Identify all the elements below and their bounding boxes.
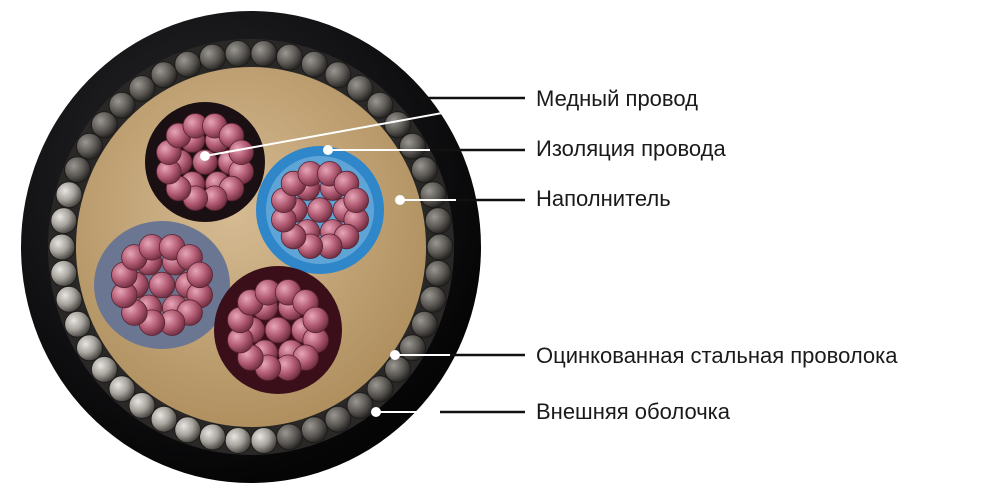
steel-wire-strand — [76, 334, 103, 362]
copper-strand — [302, 306, 329, 334]
steel-wire-strand — [366, 375, 394, 403]
steel-wire-strand — [174, 50, 202, 78]
label-wire-insulation: Изоляция провода — [536, 136, 726, 161]
steel-wire-strand — [199, 43, 226, 71]
copper-strand — [307, 197, 333, 223]
label-galvanized-steel-wire: Оцинкованная стальная проволока — [536, 343, 898, 368]
steel-wire-strand — [424, 207, 452, 235]
steel-wire-strand — [250, 40, 278, 67]
steel-wire-strand — [426, 233, 454, 261]
steel-wire-strand — [300, 416, 328, 444]
steel-wire-strand — [250, 427, 278, 454]
copper-strand — [148, 271, 176, 299]
steel-wire-strand — [399, 334, 426, 362]
steel-wire-strand — [90, 111, 118, 139]
marker-filler — [395, 195, 405, 205]
marker-steel-wire — [390, 350, 400, 360]
steel-wire-strand — [324, 61, 352, 89]
steel-wire-strand — [224, 40, 252, 67]
marker-copper-wire — [200, 151, 210, 161]
steel-wire-strand — [300, 50, 328, 78]
steel-wire-strand — [108, 375, 136, 403]
steel-wire-strand — [276, 43, 303, 71]
label-copper-wire: Медный провод — [536, 86, 698, 111]
conductor-maroon — [214, 266, 342, 394]
copper-strand — [228, 139, 254, 166]
marker-wire-insulation — [323, 145, 333, 155]
steel-wire-strand — [64, 156, 92, 184]
copper-strand — [186, 261, 213, 289]
steel-wire-strand — [276, 423, 303, 451]
steel-wire-strand — [128, 75, 156, 102]
steel-wire-strand — [174, 416, 202, 444]
conductors — [94, 102, 384, 394]
marker-outer-sheath — [371, 407, 381, 417]
steel-wire-strand — [324, 405, 352, 433]
steel-wire-strand — [50, 207, 78, 235]
galvanized-steel-wires — [48, 40, 454, 454]
steel-wire-strand — [366, 91, 394, 119]
steel-wire-strand — [50, 259, 78, 287]
copper-strand — [343, 187, 369, 214]
steel-wire-strand — [346, 392, 374, 419]
label-outer-sheath: Внешняя оболочка — [536, 399, 731, 424]
steel-wire-strand — [419, 181, 447, 209]
steel-wire-strand — [150, 405, 178, 433]
steel-wire-strand — [55, 181, 83, 209]
steel-wire-strand — [90, 355, 118, 383]
conductor-grey — [94, 221, 230, 349]
steel-wire-strand — [224, 427, 252, 454]
conductor-black — [145, 102, 265, 222]
steel-wire-strand — [199, 423, 226, 451]
steel-wire-strand — [424, 259, 452, 287]
steel-wire-strand — [128, 392, 156, 419]
steel-wire-strand — [55, 285, 83, 313]
steel-wire-strand — [64, 310, 92, 338]
steel-wire-strand — [346, 75, 374, 102]
steel-wire-strand — [419, 285, 447, 313]
steel-wire-strand — [150, 61, 178, 89]
steel-wire-strand — [399, 132, 426, 160]
conductor-blue — [256, 146, 384, 274]
copper-strand — [264, 316, 292, 344]
label-filler: Наполнитель — [536, 186, 671, 211]
steel-wire-strand — [410, 310, 438, 338]
steel-wire-strand — [76, 132, 103, 160]
steel-wire-strand — [384, 111, 412, 139]
leader-copper-wire — [204, 97, 526, 157]
steel-wire-strand — [48, 233, 76, 261]
steel-wire-strand — [108, 91, 136, 119]
leader-lines — [200, 96, 526, 417]
steel-wire-strand — [410, 156, 438, 184]
